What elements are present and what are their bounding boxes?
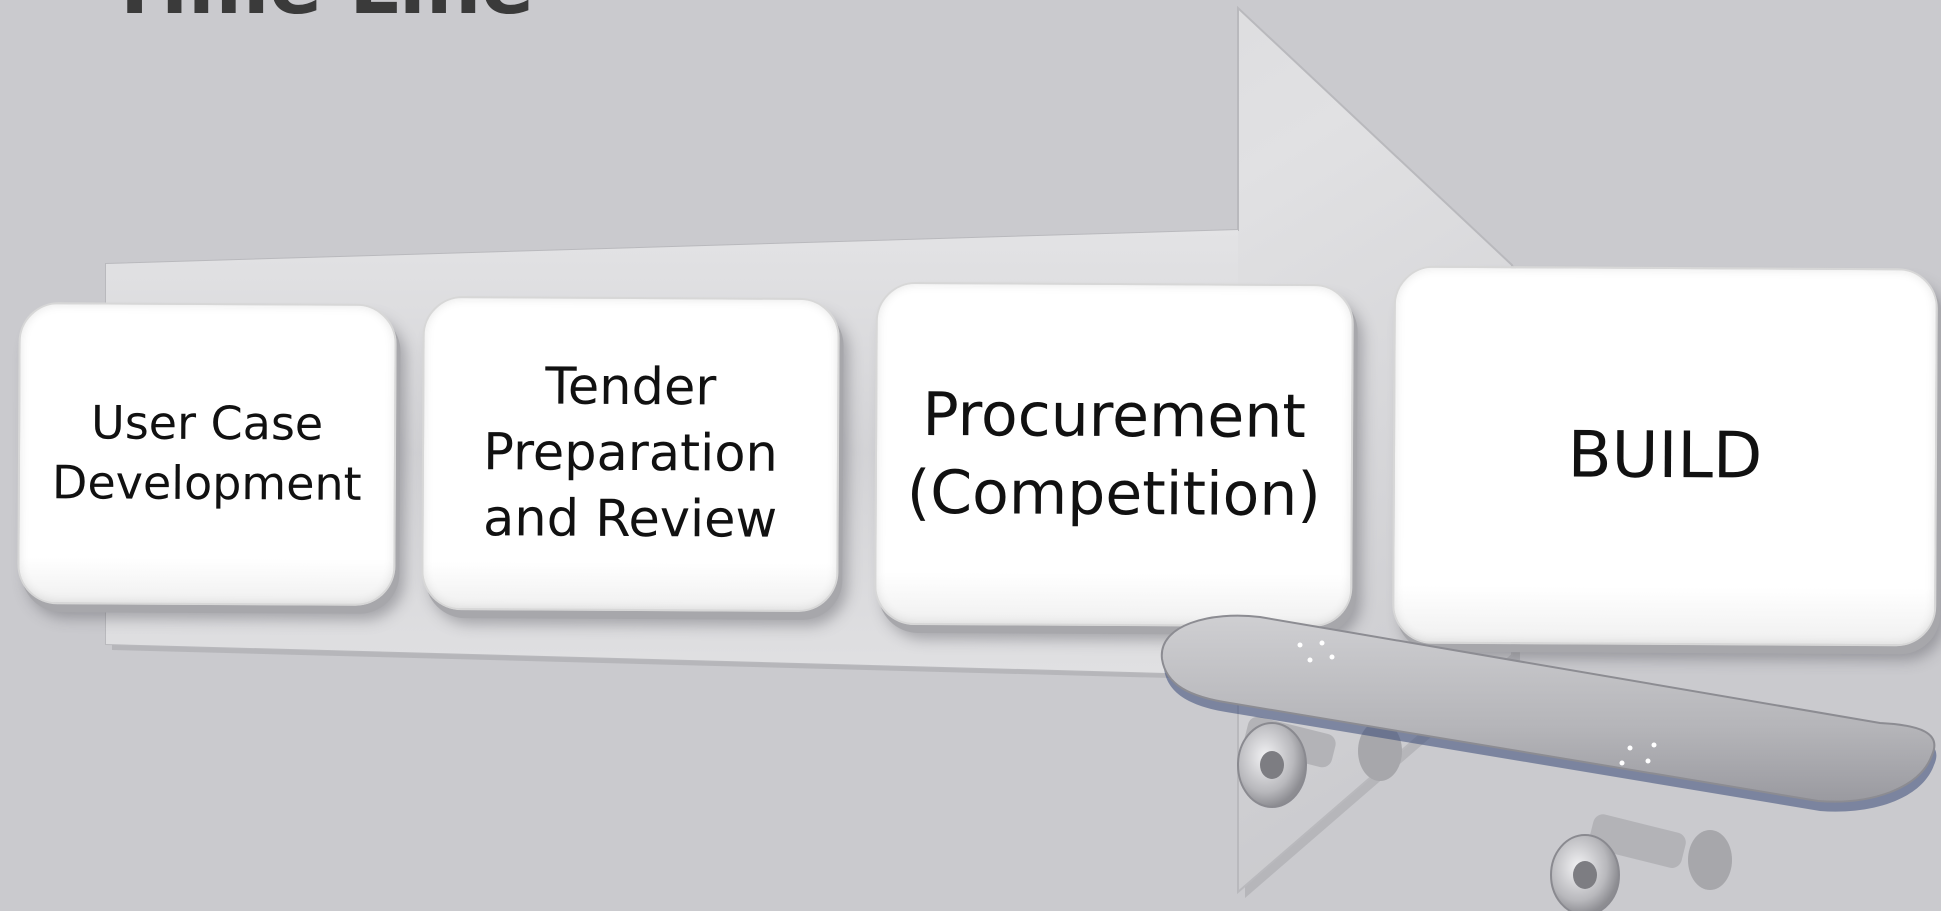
skateboard-icon — [1160, 614, 1937, 911]
step-label: Procurement (Competition) — [906, 379, 1321, 530]
step-build: BUILD — [1392, 265, 1938, 647]
page-title: Time Line — [108, 0, 534, 32]
step-label: User Case Development — [51, 395, 362, 511]
step-label: BUILD — [1567, 418, 1763, 494]
step-procurement: Procurement (Competition) — [874, 281, 1354, 628]
step-label: Tender Preparation and Review — [482, 357, 778, 550]
step-user-case-development: User Case Development — [17, 302, 397, 606]
step-tender-preparation: Tender Preparation and Review — [421, 295, 840, 613]
